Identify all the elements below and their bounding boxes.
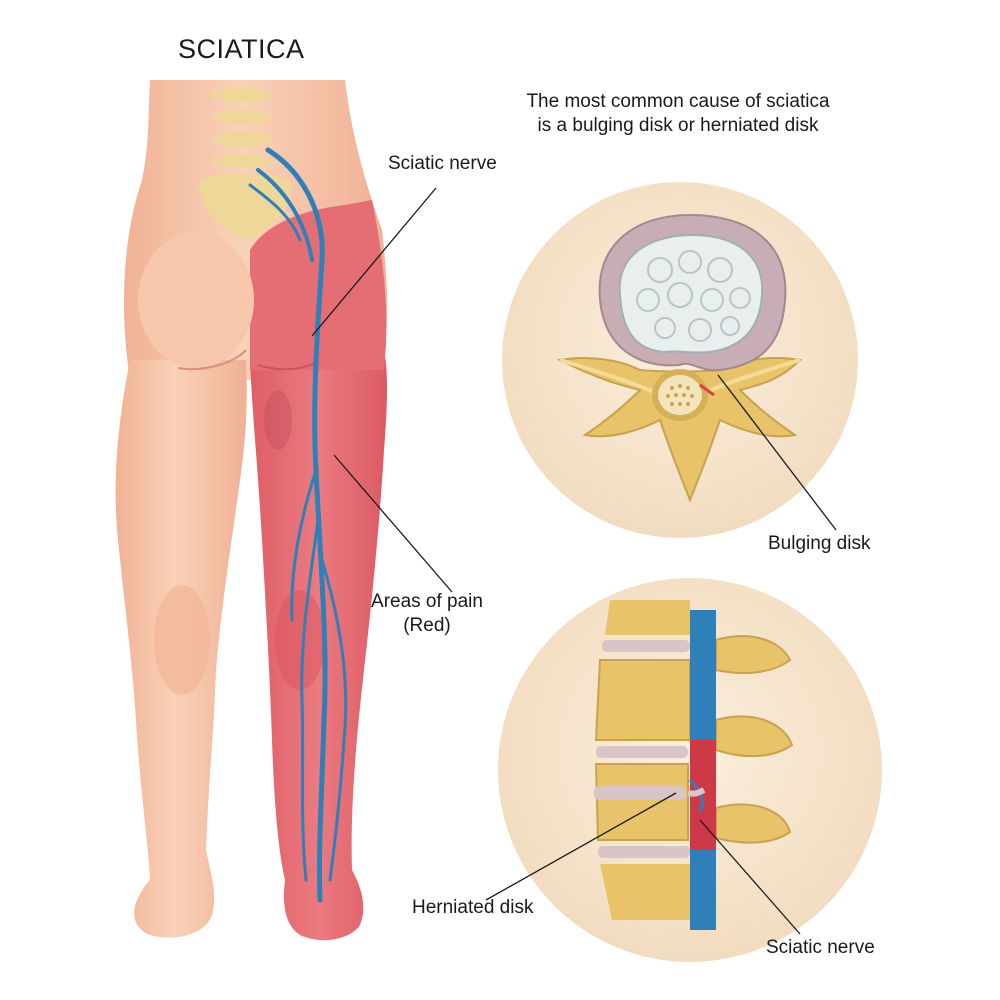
spine-sacrum xyxy=(199,88,292,240)
label-sciatic-nerve-top: Sciatic nerve xyxy=(388,153,497,174)
diagram-title: SCIATICA xyxy=(178,34,305,64)
sciatic-nerve xyxy=(248,147,348,903)
leader-lines xyxy=(311,187,837,935)
label-areas-of-pain-line2: (Red) xyxy=(403,615,451,636)
label-sciatic-nerve-bottom: Sciatic nerve xyxy=(766,937,875,958)
herniated-disk-inset xyxy=(498,578,882,962)
label-areas-of-pain: Areas of pain (Red) xyxy=(362,590,492,638)
label-herniated-disk: Herniated disk xyxy=(412,897,534,918)
bulging-disk-inset xyxy=(502,182,858,538)
body-figure xyxy=(115,80,388,941)
label-areas-of-pain-line1: Areas of pain xyxy=(371,591,483,612)
diagram-subtitle: The most common cause of sciatica is a b… xyxy=(526,91,830,136)
label-bulging-disk: Bulging disk xyxy=(768,533,871,554)
